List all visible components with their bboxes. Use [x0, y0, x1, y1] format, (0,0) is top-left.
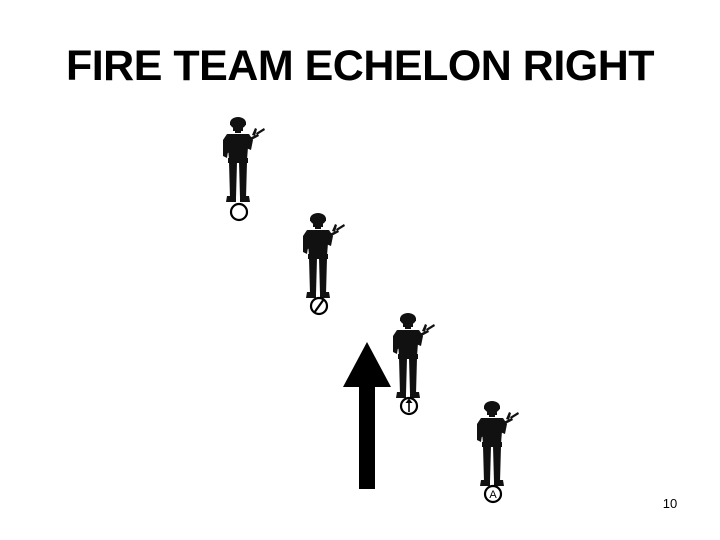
soldier-2 [303, 213, 345, 316]
circle-icon [229, 202, 249, 222]
circle-arrow-up-icon [399, 396, 419, 416]
soldier-4-symbol-letter: A [489, 489, 497, 501]
soldier-figure-icon [477, 401, 519, 486]
soldier-3 [393, 313, 435, 416]
circle-letter-icon: A [483, 484, 503, 504]
soldier-figure-icon [303, 213, 345, 298]
soldier-1 [223, 117, 265, 222]
soldier-figure-icon [393, 313, 435, 398]
circle-slash-icon [309, 296, 329, 316]
soldier-figure-icon [223, 117, 265, 202]
soldier-4: A [477, 401, 519, 504]
slide-title: FIRE TEAM ECHELON RIGHT [65, 42, 655, 90]
page-number: 10 [662, 496, 678, 511]
up-arrow-icon [343, 342, 391, 489]
